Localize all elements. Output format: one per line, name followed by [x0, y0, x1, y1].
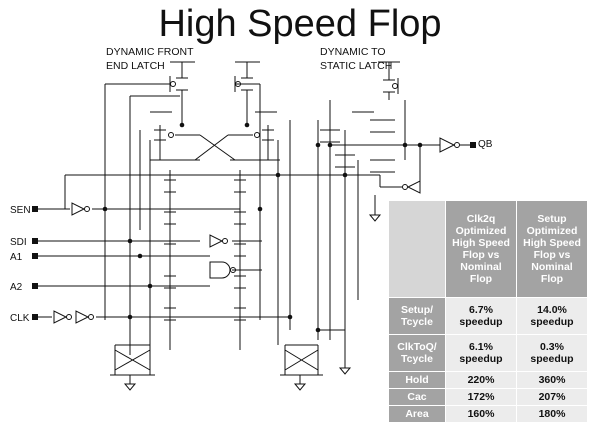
output-inverter — [439, 137, 460, 153]
table-corner-cell — [388, 200, 446, 298]
input-wires — [36, 174, 380, 318]
table-cell: 6.1% speedup — [445, 334, 517, 372]
label-dynamic-front-end-latch-line2: END LATCH — [106, 60, 165, 72]
foot-transistors-left — [110, 344, 155, 384]
label-dynamic-to-static-latch-line1: DYNAMIC TO — [320, 46, 386, 58]
feedback-inverter — [402, 180, 421, 194]
clk-inverter-1 — [53, 310, 72, 324]
comparison-table: Clk2q Optimized High Speed Flop vs Nomin… — [388, 200, 588, 423]
table-row: Cac 172% 207% — [388, 388, 588, 406]
input-label-sen: SEN — [10, 205, 31, 216]
page-title: High Speed Flop — [158, 3, 442, 45]
junction-dots — [102, 122, 423, 333]
table-cell: 0.3% speedup — [516, 334, 588, 372]
table-cell: 14.0% speedup — [516, 297, 588, 335]
row-header: Area — [388, 405, 446, 423]
table-row: ClkToQ/ Tcycle 6.1% speedup 0.3% speedup — [388, 334, 588, 372]
table-cell: 220% — [445, 371, 517, 389]
label-dynamic-to-static-latch-line2: STATIC LATCH — [320, 60, 393, 72]
table-cell: 160% — [445, 405, 517, 423]
foot-transistors-right — [280, 344, 323, 384]
input-label-a2: A2 — [10, 282, 23, 293]
table-row: Hold 220% 360% — [388, 371, 588, 389]
sdi-inverter — [209, 234, 228, 248]
input-label-a1: A1 — [10, 252, 23, 263]
row-header: ClkToQ/ Tcycle — [388, 334, 446, 372]
table-cell: 180% — [516, 405, 588, 423]
input-label-clk: CLK — [10, 313, 30, 324]
table-cell: 207% — [516, 388, 588, 406]
vdd-rails — [150, 61, 400, 113]
col-header-setup: Setup Optimized High Speed Flop vs Nomin… — [516, 200, 588, 298]
cross-coupled-keeper — [150, 125, 280, 161]
table-cell: 360% — [516, 371, 588, 389]
table-row: Area 160% 180% — [388, 405, 588, 423]
label-dynamic-front-end-latch-line1: DYNAMIC FRONT — [106, 46, 194, 58]
col-header-clk2q: Clk2q Optimized High Speed Flop vs Nomin… — [445, 200, 517, 298]
clk-inverter-2 — [75, 310, 94, 324]
table-header-row: Clk2q Optimized High Speed Flop vs Nomin… — [388, 200, 588, 298]
input-label-sdi: SDI — [10, 237, 27, 248]
vertical-nets — [104, 83, 421, 360]
row-header: Setup/ Tcycle — [388, 297, 446, 335]
row-header: Cac — [388, 388, 446, 406]
table-cell: 172% — [445, 388, 517, 406]
nmos-stack-left — [164, 170, 176, 350]
a1-a2-nand-gate — [209, 261, 236, 279]
output-label-qb: QB — [478, 139, 493, 150]
io-pins — [32, 142, 476, 320]
precharge-pmos — [169, 72, 399, 100]
nmos-stack-right — [234, 170, 246, 350]
sen-inverter — [71, 202, 90, 216]
table-cell: 6.7% speedup — [445, 297, 517, 335]
table-row: Setup/ Tcycle 6.7% speedup 14.0% speedup — [388, 297, 588, 335]
row-header: Hold — [388, 371, 446, 389]
ground-symbols — [123, 214, 382, 391]
